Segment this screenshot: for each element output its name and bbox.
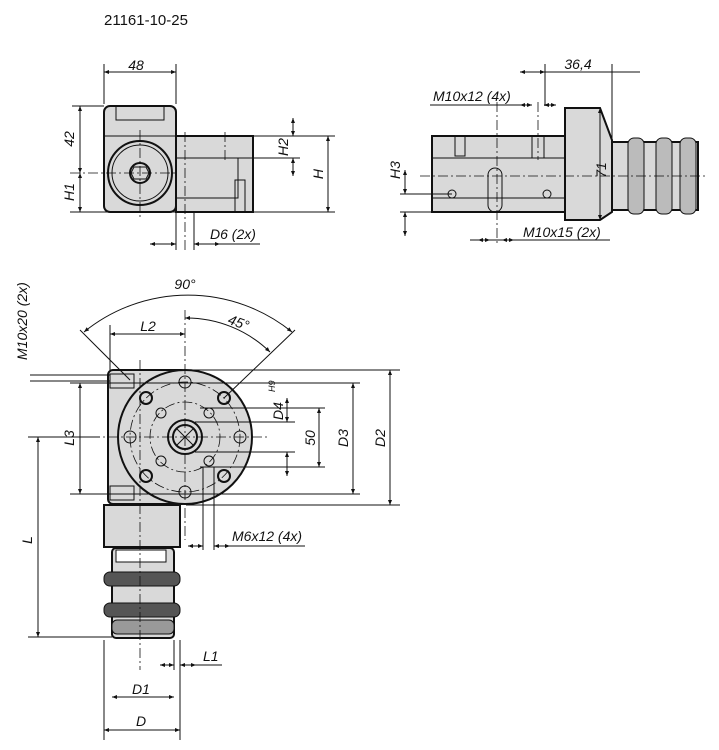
dim-d3-label: D3	[335, 429, 351, 447]
dim-h3-label: H3	[387, 161, 403, 179]
thread-m10x20-label: M10x20 (2x)	[14, 282, 30, 360]
dim-l3-label: L3	[61, 430, 77, 446]
dim-d2-label: D2	[372, 429, 388, 447]
dim-48-label: 48	[128, 57, 144, 73]
dim-71-label: 71	[593, 162, 609, 178]
dim-d6-label: D6 (2x)	[210, 226, 256, 242]
dim-42-label: 42	[61, 131, 77, 147]
thread-m6x12-label: M6x12 (4x)	[232, 528, 302, 544]
dim-h-label: H	[310, 168, 326, 179]
dim-50-label: 50	[302, 430, 318, 446]
top-left-view: 48 42 H1 H2 H D6 (2x)	[61, 57, 335, 250]
dim-d4-label: D4	[270, 402, 286, 420]
dim-36-4-label: 36,4	[564, 56, 591, 72]
angle-90-label: 90°	[174, 276, 196, 292]
thread-m10x15-label: M10x15 (2x)	[523, 224, 601, 240]
dim-l-label: L	[19, 536, 35, 544]
angle-45-label: 45°	[226, 311, 252, 333]
dim-h1-label: H1	[61, 183, 77, 201]
dim-l2-label: L2	[140, 318, 156, 334]
top-right-view: 36,4 M10x12 (4x) H3 71 M10x15 (2x)	[387, 56, 705, 245]
drawing-number: 21161-10-25	[104, 12, 188, 29]
thread-m10x12-label: M10x12 (4x)	[433, 88, 511, 104]
dim-d4-tolerance: H9	[267, 380, 277, 392]
dim-d1-label: D1	[132, 681, 150, 697]
dim-d-label: D	[136, 713, 146, 729]
dim-h2-label: H2	[275, 138, 291, 156]
bottom-view: 90° 45° L2 M10x20 (2x) L3 L D4 H9 50 D3 …	[14, 276, 400, 740]
dim-l1-label: L1	[203, 648, 219, 664]
